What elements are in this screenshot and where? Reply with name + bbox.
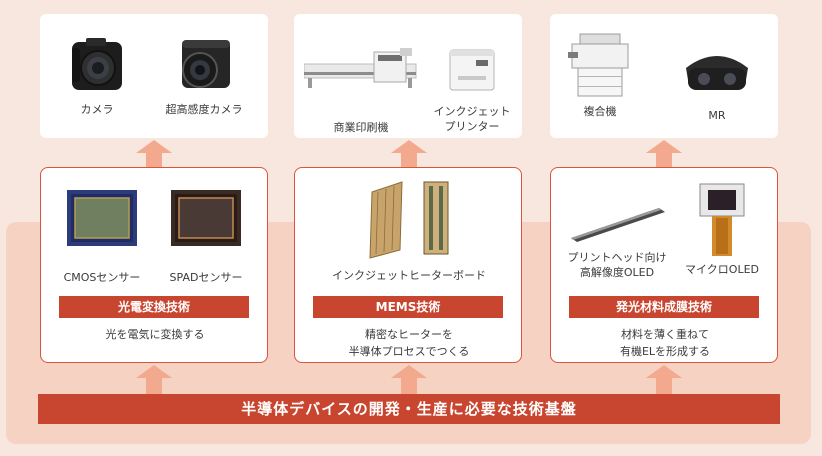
product-label: 商業印刷機 xyxy=(333,121,389,134)
product-mr-headset: MR xyxy=(680,42,754,123)
device-label: マイクロOLED xyxy=(685,263,759,276)
tech-description-line: 半導体プロセスでつくる xyxy=(348,345,470,358)
products-box-1: カメラ 超高感度カメラ xyxy=(40,14,268,138)
product-label: 複合機 xyxy=(583,105,617,118)
device-label: SPADセンサー xyxy=(169,271,243,284)
spad-sensor-icon xyxy=(171,190,241,246)
product-commercial-printer: 商業印刷機 xyxy=(304,46,418,135)
printhead-oled-icon xyxy=(571,208,665,242)
inkjet-printer-icon xyxy=(449,49,495,91)
device-label: プリントヘッド向け 高解像度OLED xyxy=(567,251,667,279)
tech-description: 材料を薄く重ねて 有機ELを形成する xyxy=(551,326,779,360)
foundation-bar: 半導体デバイスの開発・生産に必要な技術基盤 xyxy=(38,394,780,424)
device-heater-board: インクジェットヒーターボード xyxy=(319,180,499,283)
cmos-sensor-icon xyxy=(67,190,137,246)
up-arrow-icon xyxy=(391,365,427,394)
products-box-2: 商業印刷機 インクジェット プリンター xyxy=(294,14,522,138)
product-label: カメラ xyxy=(80,103,114,116)
up-arrow-icon xyxy=(646,140,682,167)
tech-description: 精密なヒーターを 半導体プロセスでつくる xyxy=(295,326,523,360)
product-label: 超高感度カメラ xyxy=(165,103,243,116)
tech-description-line: 有機ELを形成する xyxy=(619,345,711,358)
multifunction-printer-icon xyxy=(568,33,629,97)
heater-board-icon xyxy=(369,181,449,259)
tech-title: 発光材料成膜技術 xyxy=(569,296,759,318)
mr-headset-icon xyxy=(686,56,748,90)
device-label: CMOSセンサー xyxy=(63,271,141,284)
tech-description-line: 精密なヒーターを xyxy=(365,328,453,341)
product-inkjet-printer: インクジェット プリンター xyxy=(424,46,520,134)
ultra-sensitive-camera-icon xyxy=(182,40,230,88)
up-arrow-icon xyxy=(136,140,172,167)
tech-title: MEMS技術 xyxy=(313,296,503,318)
product-label: インクジェット プリンター xyxy=(433,105,511,133)
tech-description-line: 材料を薄く重ねて xyxy=(621,328,709,341)
up-arrow-icon xyxy=(136,365,172,394)
commercial-printer-icon xyxy=(304,48,417,88)
tech-title: 光電変換技術 xyxy=(59,296,249,318)
up-arrow-icon xyxy=(646,365,682,394)
tech-box-1: CMOSセンサー SPADセンサー 光電変換技術 光を電気に変換する xyxy=(40,167,268,363)
tech-box-3: プリントヘッド向け 高解像度OLED マイクロOLED 発光材料成膜技術 材料を… xyxy=(550,167,778,363)
device-cmos-sensor: CMOSセンサー xyxy=(61,190,143,285)
product-camera: カメラ xyxy=(66,38,128,117)
device-printhead-oled: プリントヘッド向け 高解像度OLED xyxy=(561,204,673,280)
up-arrow-icon xyxy=(391,140,427,167)
product-label: MR xyxy=(708,109,726,122)
micro-oled-icon xyxy=(699,183,745,256)
product-ultra-sensitive-camera: 超高感度カメラ xyxy=(162,38,246,117)
tech-box-2: インクジェットヒーターボード MEMS技術 精密なヒーターを 半導体プロセスでつ… xyxy=(294,167,522,363)
device-label: インクジェットヒーターボード xyxy=(332,269,486,282)
product-multifunction-printer: 複合機 xyxy=(568,30,632,119)
tech-description: 光を電気に変換する xyxy=(41,326,269,343)
device-micro-oled: マイクロOLED xyxy=(679,182,765,277)
products-box-3: 複合機 MR xyxy=(550,14,778,138)
device-spad-sensor: SPADセンサー xyxy=(161,190,251,285)
camera-icon xyxy=(72,38,122,90)
tech-description-line: 光を電気に変換する xyxy=(105,328,205,341)
